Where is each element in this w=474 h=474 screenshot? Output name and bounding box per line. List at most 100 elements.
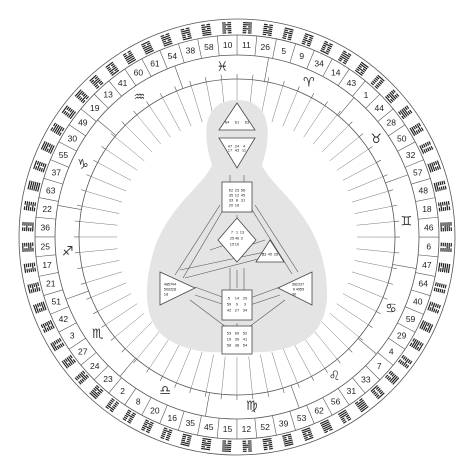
gate-divider [411,178,431,185]
degree-tick [388,189,394,192]
degree-tick [93,311,98,315]
gate-number: 44 [375,103,385,113]
spoke-line [293,342,312,377]
spoke-line [136,329,162,360]
hexagram-icon [354,61,369,77]
hexagram-icon [409,337,424,352]
hexagram-icon [337,50,352,65]
gate-number: 20 [150,406,160,416]
gate-divider [50,306,69,315]
degree-tick [86,297,92,300]
gate-number: 14 [331,67,341,77]
hexagram-icon [262,23,274,37]
leo-icon: ♌ [329,369,341,384]
center-gate-number: 64 [225,120,230,125]
gate-divider [141,397,152,416]
center-gate-number: 16 [235,203,240,208]
gate-divider [108,377,122,394]
degree-tick [174,382,177,388]
gate-number: 27 [78,346,88,356]
libra-icon: ♎ [159,384,171,399]
hexagram-icon [160,33,173,47]
center-gate-number: 28 [172,287,177,292]
spoke-line [162,342,181,377]
taurus-icon: ♉ [370,132,382,147]
hexagram-icon [370,385,385,400]
center-gate-number: 8 [236,198,239,203]
gate-number: 5 [281,46,286,56]
gate-number: 46 [424,223,434,233]
center-gate-number: 13 [240,230,245,235]
hexagram-icon [433,180,447,192]
hexagram-icon [89,384,104,400]
degree-tick [77,204,83,207]
spoke-line [312,114,338,145]
spoke-line [162,97,181,132]
degree-tick [110,133,116,137]
gate-number: 21 [46,279,56,289]
gate-number: 49 [78,118,88,128]
hexagram-icon [419,320,434,334]
degree-tick [324,101,328,106]
gate-divider [306,405,315,424]
gate-number: 52 [260,422,270,432]
gate-number: 17 [42,260,52,270]
hexagram-icon [320,40,334,55]
gate-number: 11 [242,40,251,50]
gate-number: 25 [40,241,50,251]
center-gate-number: 51 [262,252,267,257]
center-gate-number: 6 [293,287,296,292]
gate-divider [272,415,277,436]
aries-icon: ♈ [303,75,315,90]
gate-number: 54 [168,51,178,61]
center-gate-number: 30 [292,292,297,297]
center-gate-number: 57 [168,282,173,287]
hexagram-icon [200,437,212,451]
spoke-line [114,136,145,162]
center-gate-number: 19 [227,337,232,342]
gate-divider [38,272,59,277]
degree-tick [133,358,137,364]
spleen-center [159,271,196,306]
gate-divider [50,159,69,168]
spoke-line [79,248,118,253]
spoke-line [90,176,127,192]
gate-divider [58,141,77,152]
hexagram-icon [23,262,37,273]
degree-tick [282,80,285,86]
hexagram-icon [201,23,212,37]
spoke-line [342,293,377,312]
spoke-line [271,85,284,123]
hexagram-icon [105,397,120,413]
degree-tick [121,348,126,353]
degree-tick [77,267,83,270]
center-gate-number: 34 [243,308,248,313]
center-gate-number: 62 [229,188,234,193]
gate-number: 55 [59,150,69,160]
gate-number: 64 [419,279,429,289]
gate-number: 18 [422,204,432,214]
hexagram-icon [141,40,154,55]
degree-tick [267,77,270,83]
gate-divider [365,365,381,381]
gate-number: 1 [364,90,369,100]
spoke-line [190,85,203,123]
gate-divider [35,254,56,258]
hexagram-icon [282,433,294,447]
center-gate-number: 55 [300,287,305,292]
gate-number: 30 [68,133,78,143]
degree-tick [376,311,381,315]
spoke-line [248,356,253,395]
center-gate-number: 37 [300,282,305,287]
degree-tick [121,121,126,126]
sacral-center [221,289,253,321]
gate-number: 45 [204,422,214,432]
hexagram-icon [122,50,137,65]
degree-tick [348,348,353,353]
spoke-line [351,271,389,284]
hexagram-icon [370,74,385,90]
gate-number: 2 [120,386,125,396]
gate-divider [178,43,185,63]
gate-divider [322,58,333,77]
